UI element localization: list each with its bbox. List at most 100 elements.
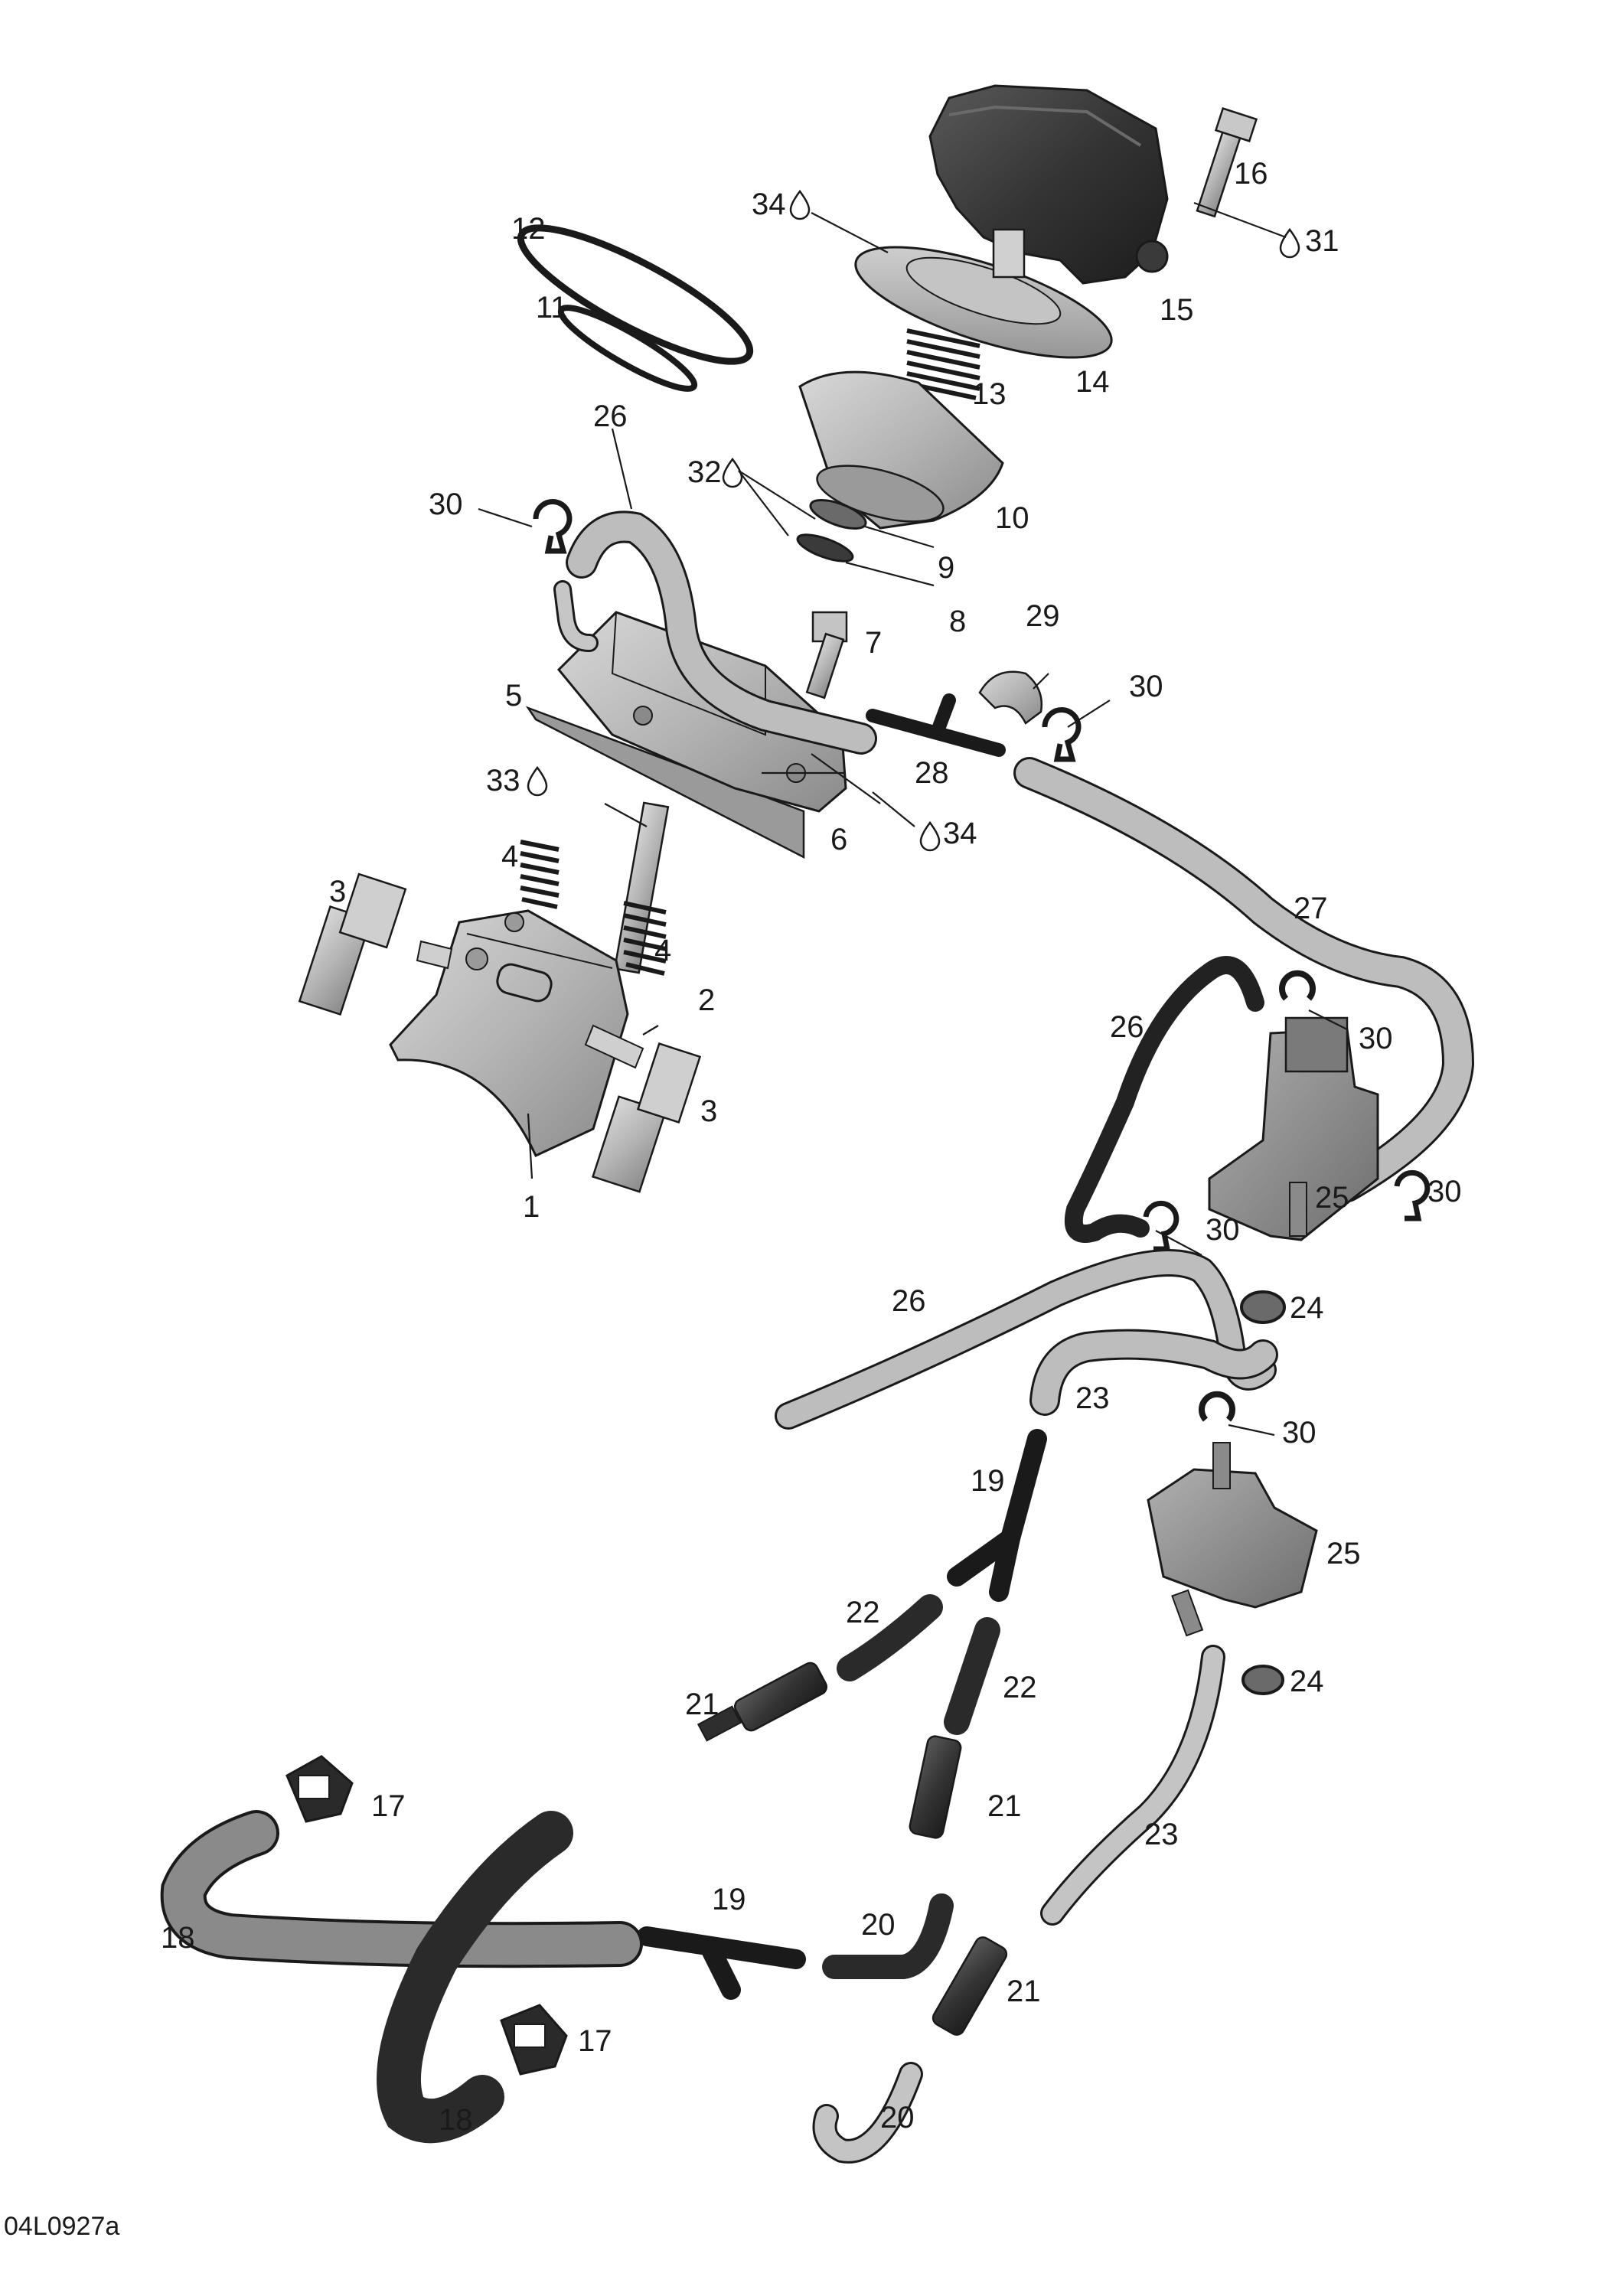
part-4-spring-b: [623, 901, 667, 976]
part-15-cover: [928, 84, 1169, 285]
label-19-b: 19: [712, 1883, 746, 1916]
label-9: 9: [938, 551, 954, 585]
part-30-clamp-c: [1279, 970, 1316, 1001]
label-7: 7: [865, 626, 882, 660]
label-4-a: 4: [501, 840, 518, 873]
label-26-mid: 26: [1110, 1010, 1144, 1044]
label-30-e: 30: [1206, 1213, 1240, 1247]
callout-labels: 16 34 12 31 11 15 14 13 26 32 30 10 9 8 …: [4, 157, 1462, 2241]
part-19-y-fitting-upper: [947, 1429, 1047, 1602]
drop-icon-33: [527, 765, 548, 797]
part-25-solenoid-lower: [1147, 1442, 1318, 1637]
label-17-b: 17: [578, 2024, 612, 2058]
label-34-top: 34: [752, 188, 786, 221]
label-16: 16: [1234, 157, 1268, 191]
part-23-hose-lower: [1042, 1647, 1223, 1923]
label-5: 5: [505, 679, 522, 713]
part-29-cap: [978, 670, 1043, 725]
part-2-shaft: [416, 940, 644, 1069]
label-21-b: 21: [987, 1789, 1022, 1823]
label-24-a: 24: [1290, 1291, 1324, 1325]
part-19-y-fitting-lower: [637, 1926, 806, 2000]
label-1: 1: [523, 1190, 540, 1224]
label-4-b: 4: [654, 934, 671, 967]
label-20-b: 20: [880, 2101, 915, 2135]
label-3-b: 3: [700, 1094, 717, 1128]
label-28: 28: [915, 756, 949, 790]
label-11: 11: [536, 291, 568, 325]
label-32: 32: [687, 455, 722, 489]
part-3-sleeve-b: [591, 1042, 702, 1193]
part-14-diaphragm: [854, 228, 1113, 359]
part-17-clamp-a: [285, 1755, 354, 1823]
label-26-low: 26: [892, 1284, 926, 1318]
drop-icon-34-mid: [919, 820, 941, 852]
label-22-a: 22: [846, 1596, 880, 1629]
label-24-b: 24: [1290, 1665, 1324, 1698]
leader-lines: [478, 201, 1348, 1437]
part-21-check-valve-a: [697, 1662, 828, 1742]
part-16-bolt: [1196, 107, 1258, 218]
label-17-a: 17: [371, 1789, 406, 1823]
part-22-hose-a: [837, 1594, 943, 1681]
label-26-top: 26: [593, 400, 628, 433]
label-30-a: 30: [429, 488, 463, 521]
label-2: 2: [698, 983, 715, 1017]
label-21-a: 21: [685, 1688, 719, 1721]
label-30-f: 30: [1282, 1416, 1317, 1450]
part-30-clamp-e: [1143, 1200, 1179, 1252]
label-29: 29: [1026, 599, 1060, 633]
label-6: 6: [830, 823, 847, 856]
diagram-code: 04L0927a: [4, 2212, 119, 2241]
part-9-ring: [809, 499, 867, 530]
label-18-b: 18: [439, 2103, 473, 2137]
label-31: 31: [1305, 224, 1339, 258]
label-20-a: 20: [861, 1908, 896, 1942]
label-23-b: 23: [1144, 1818, 1179, 1851]
part-22-hose-b: [944, 1617, 1000, 1735]
part-7-bolt: [805, 611, 848, 700]
label-14: 14: [1075, 365, 1110, 399]
part-20-hose-a: [822, 1893, 954, 1979]
label-18-a: 18: [161, 1921, 195, 1955]
part-4-spring-a: [520, 840, 560, 909]
part-21-check-valve-c: [932, 1936, 1008, 2036]
label-30-c: 30: [1359, 1022, 1393, 1055]
part-12-o-ring: [517, 224, 754, 365]
label-10: 10: [995, 501, 1029, 535]
label-13: 13: [972, 377, 1007, 411]
label-30-b: 30: [1129, 670, 1163, 703]
part-24-clamp-a: [1240, 1290, 1286, 1324]
label-30-d: 30: [1427, 1175, 1462, 1208]
part-30-clamp-b: [1042, 707, 1082, 762]
part-24-clamp-b: [1241, 1665, 1284, 1695]
part-1-throttle-body: [389, 909, 629, 1157]
part-13-spring: [906, 328, 980, 400]
part-10-cup: [798, 370, 1004, 530]
part-21-check-valve-b: [909, 1735, 962, 1839]
part-8-washer: [796, 533, 854, 563]
part-30-clamp-d: [1394, 1169, 1431, 1221]
part-3-sleeve-a: [298, 872, 407, 1016]
part-27-hose: [1016, 759, 1473, 1200]
label-23-a: 23: [1075, 1381, 1110, 1415]
label-33: 33: [486, 764, 520, 797]
part-18-hose-dark: [377, 1811, 573, 2144]
label-3-a: 3: [329, 875, 346, 908]
part-30-clamp-f: [1199, 1391, 1235, 1422]
label-34-mid: 34: [943, 817, 977, 850]
part-28-t-fitting: [866, 693, 1006, 757]
label-25-b: 25: [1326, 1537, 1361, 1570]
label-12: 12: [511, 212, 546, 246]
label-15: 15: [1160, 293, 1194, 327]
label-21-c: 21: [1007, 1975, 1041, 2008]
label-25-a: 25: [1315, 1181, 1349, 1215]
drop-icon-31: [1279, 227, 1300, 259]
part-26-hose-middle: [1064, 956, 1264, 1243]
part-25-solenoid-upper: [1208, 1016, 1379, 1241]
drop-icon-32: [722, 457, 743, 488]
label-22-b: 22: [1003, 1671, 1037, 1704]
label-27: 27: [1294, 892, 1328, 925]
label-19-a: 19: [971, 1464, 1005, 1498]
